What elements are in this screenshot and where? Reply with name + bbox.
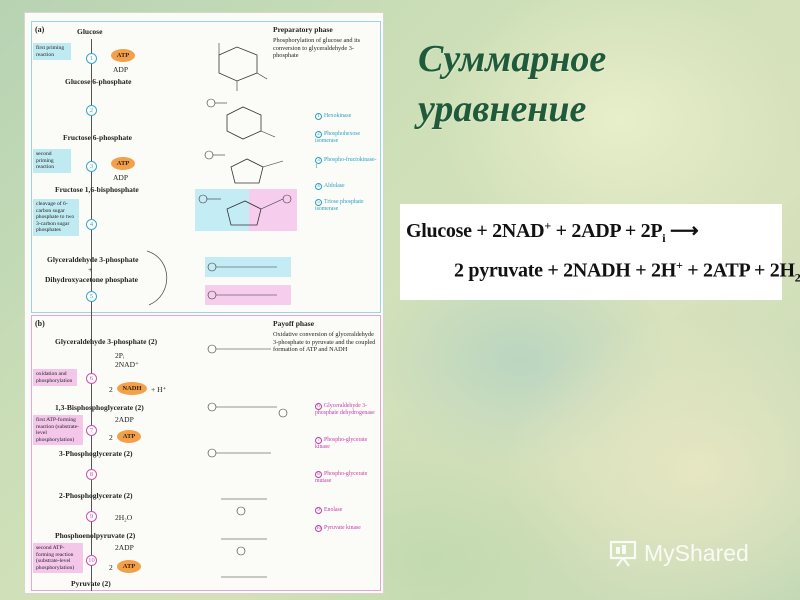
payoff-phase-title: Payoff phase <box>273 319 315 328</box>
metabolite-gap2: Glyceraldehyde 3-phosphate (2) <box>55 337 158 346</box>
atp-oval-1: ATP <box>111 49 135 62</box>
two-adp-2: 2ADP <box>115 543 134 552</box>
metabolite-f16bp: Fructose 1,6-bisphosphate <box>55 185 139 194</box>
note-oxidation: oxidation and phosphorylation <box>33 369 77 387</box>
metabolite-g6p: Glucose 6-phosphate <box>65 77 132 86</box>
two-nad: 2NAD⁺ <box>115 360 139 369</box>
isomerase-curve-arrow <box>146 250 168 306</box>
title-line-1: Суммарное <box>418 38 607 80</box>
title-line-2: уравнение <box>418 88 587 130</box>
watermark-text: MyShared <box>644 539 749 566</box>
metabolite-glucose: Glucose <box>77 27 103 36</box>
metabolite-dhap: Dihydroxyacetone phosphate <box>45 275 138 284</box>
metabolite-gap: Glyceraldehyde 3-phosphate <box>47 255 139 264</box>
myshared-watermark: MyShared <box>608 536 749 570</box>
note-first-priming: first priming reaction <box>33 43 71 61</box>
two-atp-2: 2 <box>109 563 113 572</box>
metabolite-bpg: 1,3-Bisphosphoglycerate (2) <box>55 403 144 412</box>
note-cleavage: cleavage of 6-carbon sugar phosphate to … <box>33 199 79 236</box>
step-8: 8 <box>86 469 97 480</box>
note-second-atp: second ATP-forming reaction (substrate-l… <box>33 543 83 574</box>
payoff-structures <box>207 344 288 578</box>
step-5: 5 <box>86 291 97 302</box>
two-atp-1: 2 <box>109 433 113 442</box>
metabolite-3pg: 3-Phosphoglycerate (2) <box>59 449 133 458</box>
plus-sign: + <box>88 265 93 274</box>
payoff-phase-box <box>31 315 381 591</box>
adp-2: ADP <box>113 173 129 182</box>
reaction-arrow: ⟶ <box>670 220 699 242</box>
equation-line-1: Glucose + 2NAD+ + 2ADP + 2Pi ⟶ <box>406 218 699 245</box>
step-6: 6 <box>86 373 97 384</box>
step-3: 3 <box>86 161 97 172</box>
triose-structures <box>207 262 277 300</box>
prep-phase-title: Preparatory phase <box>273 25 333 34</box>
metabolite-pep: Phosphoenolpyruvate (2) <box>55 531 136 540</box>
equation-line-2: 2 pyruvate + 2NADH + 2H+ + 2ATP + 2H2O <box>454 258 800 285</box>
atp-oval-3: ATP <box>117 430 141 443</box>
h-plus: + H⁺ <box>151 385 167 394</box>
presentation-board-icon <box>609 540 637 567</box>
summary-equation: Glucose + 2NAD+ + 2ADP + 2Pi ⟶ 2 pyruvat… <box>400 204 800 300</box>
two-pi: 2Pᵢ <box>115 351 125 360</box>
note-second-priming: second priming reaction <box>33 149 71 173</box>
f16bp-structure <box>198 194 292 226</box>
prep-phase-desc: Phosphorylation of glucose and its conve… <box>273 37 361 59</box>
pathway-line <box>91 39 92 591</box>
g6p-structure <box>206 98 276 140</box>
f6p-structure <box>204 150 284 184</box>
glycolysis-figure: (a) (b) Preparatory phase Phosphorylatio… <box>24 12 384 594</box>
note-first-atp: first ATP-forming reaction (substrate-le… <box>33 415 83 446</box>
step-4: 4 <box>86 219 97 230</box>
metabolite-pyruvate: Pyruvate (2) <box>71 579 111 588</box>
two-nadh: 2 <box>109 385 113 394</box>
panel-a-label: (a) <box>35 25 45 34</box>
step-7: 7 <box>86 425 97 436</box>
metabolite-f6p: Fructose 6-phosphate <box>63 133 132 142</box>
step-2: 2 <box>86 105 97 116</box>
panel-b-label: (b) <box>35 319 45 328</box>
adp-1: ADP <box>113 65 129 74</box>
step-9: 9 <box>86 511 97 522</box>
atp-oval-4: ATP <box>117 560 141 573</box>
payoff-phase-desc: Oxidative conversion of glyceraldehyde 3… <box>273 331 376 353</box>
atp-oval-2: ATP <box>111 157 135 170</box>
step-1: 1 <box>86 53 97 64</box>
f16bp-highlight-left <box>195 189 249 231</box>
preparatory-phase-box <box>31 21 381 313</box>
step-10: 10 <box>86 555 97 566</box>
slide-title: Суммарное уравнение <box>418 34 778 134</box>
nadh-oval: NADH <box>117 382 147 395</box>
glucose-structure <box>218 43 268 91</box>
two-h2o: 2H₂O <box>115 513 133 522</box>
metabolite-2pg: 2-Phosphoglycerate (2) <box>59 491 133 500</box>
two-adp-1: 2ADP <box>115 415 134 424</box>
